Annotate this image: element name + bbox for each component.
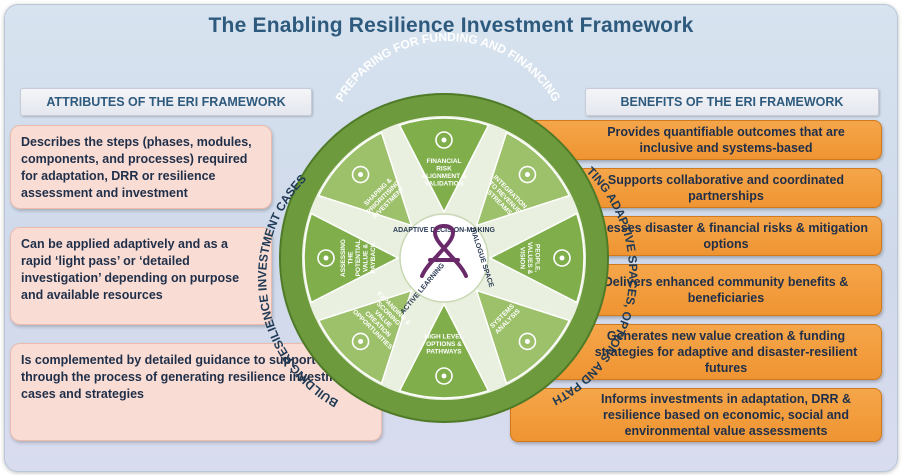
wheel-segment xyxy=(398,117,490,214)
checklist-icon-center xyxy=(441,137,447,143)
wheel-segment xyxy=(398,302,490,399)
attribute-box-1: Describes the steps (phases, modules, co… xyxy=(10,125,272,209)
segment-label: PEOPLE,VALUES &VISION xyxy=(519,242,541,275)
wheel-segment xyxy=(488,212,585,304)
page-title: The Enabling Resilience Investment Frame… xyxy=(208,14,694,37)
community-icon-center xyxy=(559,255,565,261)
magnifier-icon xyxy=(518,332,537,351)
magnifier-icon-center xyxy=(524,338,530,344)
wheel-segment xyxy=(317,131,413,227)
house-icon xyxy=(317,249,335,267)
handshake-icon xyxy=(351,165,370,184)
pathways-icon xyxy=(435,367,453,385)
recycle-icon xyxy=(518,165,537,184)
attributes-header: ATTRIBUTES OF THE ERI FRAMEWORK xyxy=(20,88,312,116)
wheel-segment xyxy=(303,212,400,304)
house-icon-center xyxy=(323,255,329,261)
segment-label: ASSESSINGTHEPOTENTIALVALUE &PAYBACK xyxy=(340,239,377,277)
benefit-box-5: Generates new value creation & funding s… xyxy=(510,324,882,380)
attribute-box-2: Can be applied adaptively and as a rapid… xyxy=(10,227,272,325)
community-icon xyxy=(553,249,571,267)
wheel-segment xyxy=(475,289,571,385)
wheel-segment xyxy=(475,131,571,227)
benefits-header: BENEFITS OF THE ERI FRAMEWORK xyxy=(585,88,879,116)
wheel-segment xyxy=(317,289,413,385)
triskelion-knot-icon xyxy=(420,223,468,278)
benefit-box-1: Provides quantifiable outcomes that are … xyxy=(510,120,882,160)
hub-label-top: ADAPTIVE DECISION-MAKING xyxy=(393,227,495,234)
recycle-icon-center xyxy=(524,172,530,178)
checklist-icon xyxy=(435,131,453,149)
handshake-icon-center xyxy=(358,172,364,178)
pathways-icon-center xyxy=(441,373,447,379)
lightbulb-icon xyxy=(351,332,370,351)
lightbulb-icon-center xyxy=(358,338,364,344)
benefit-box-6: Informs investments in adaptation, DRR &… xyxy=(510,388,882,442)
ring-label-top: PREPARING FOR FUNDING AND FINANCING xyxy=(333,30,564,104)
